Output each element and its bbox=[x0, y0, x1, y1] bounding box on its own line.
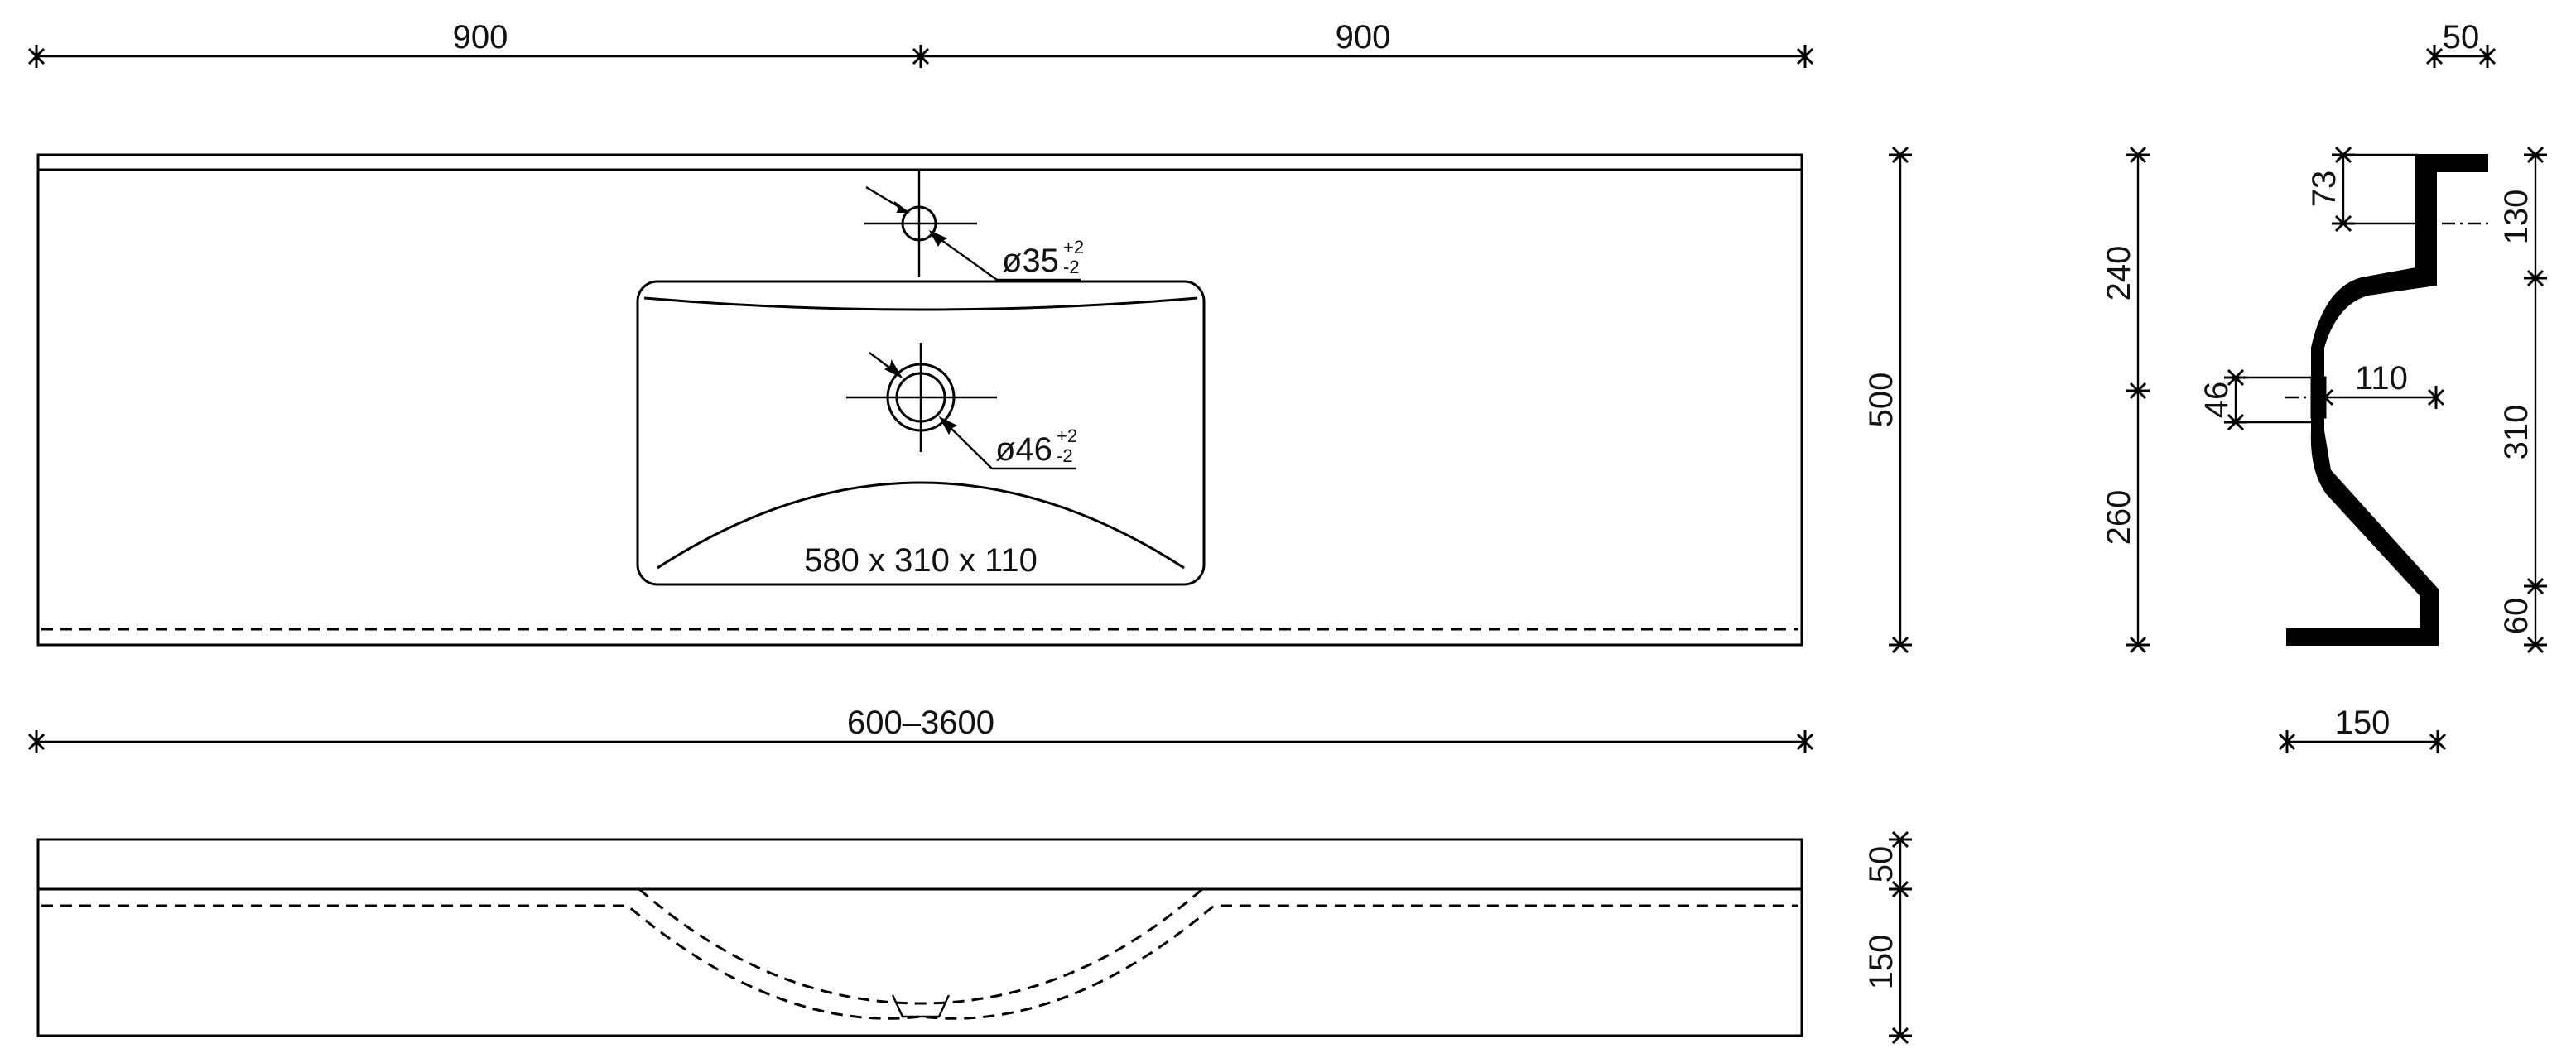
drain-hole-tol-minus: -2 bbox=[1057, 445, 1073, 466]
dim-front-top-band: 50 bbox=[1863, 846, 1899, 883]
basin: 580 x 310 x 110 bbox=[636, 280, 1206, 586]
dim-depth: 500 bbox=[1863, 373, 1899, 428]
basin-hidden-outer bbox=[41, 904, 1798, 1020]
dim-right-half: 900 bbox=[1336, 19, 1391, 55]
dim-top-lip: 50 bbox=[2443, 19, 2480, 55]
dimension-basin-depth: 110 bbox=[2316, 360, 2445, 411]
dimension-front-heights: 50 150 bbox=[1863, 830, 1914, 1045]
dimension-section-width: 150 bbox=[2278, 705, 2447, 755]
section-view: 50 73 240 260 bbox=[2101, 19, 2549, 755]
dim-left-half: 900 bbox=[453, 19, 508, 55]
countertop-outline bbox=[36, 153, 1803, 647]
dimension-depth: 500 bbox=[1863, 146, 1914, 654]
dimension-section-depth: 240 260 bbox=[2101, 146, 2151, 654]
drain-hole-tol-plus: +2 bbox=[1057, 426, 1077, 446]
basin-size: 580 x 310 x 110 bbox=[804, 542, 1038, 579]
dim-right-mid: 310 bbox=[2498, 405, 2535, 460]
tap-hole-diameter: ø35 bbox=[1002, 243, 1059, 279]
dim-total-length: 600–3600 bbox=[847, 705, 994, 741]
dimension-half-widths: 900 900 bbox=[27, 19, 1814, 70]
front-outline bbox=[36, 838, 1803, 1037]
tap-hole-tol-minus: -2 bbox=[1063, 257, 1080, 277]
dim-lower-depth: 260 bbox=[2101, 490, 2137, 546]
drain-hole: ø46 +2 -2 bbox=[846, 343, 1077, 470]
dim-right-top: 130 bbox=[2498, 190, 2535, 245]
tap-hole: ø35 +2 -2 bbox=[864, 170, 1084, 281]
dimension-top-lip: 50 bbox=[2425, 19, 2497, 70]
dimension-tap-offset: 73 bbox=[2306, 146, 2418, 233]
dimension-total-length: 600–3600 bbox=[27, 705, 1814, 755]
section-profile bbox=[2286, 154, 2488, 646]
basin-hidden-inner bbox=[638, 887, 1203, 1005]
tap-hole-tol-plus: +2 bbox=[1063, 237, 1084, 257]
dim-upper-depth: 240 bbox=[2101, 246, 2137, 301]
dim-basin-depth: 110 bbox=[2355, 360, 2408, 397]
front-view: 50 150 bbox=[36, 830, 1914, 1045]
dimension-right-heights: 130 310 60 bbox=[2498, 146, 2549, 654]
dim-tap-offset: 73 bbox=[2306, 171, 2342, 208]
dim-right-bottom: 60 bbox=[2498, 598, 2535, 635]
dim-width: 150 bbox=[2335, 705, 2391, 741]
top-view: 900 900 ø35 +2 -2 580 x 310 x 110 bbox=[27, 19, 1914, 755]
dimension-drain-height: 46 bbox=[2198, 368, 2312, 431]
dim-front-height: 150 bbox=[1863, 935, 1899, 990]
dim-drain-height: 46 bbox=[2198, 382, 2235, 419]
drain-hole-diameter: ø46 bbox=[995, 431, 1052, 468]
